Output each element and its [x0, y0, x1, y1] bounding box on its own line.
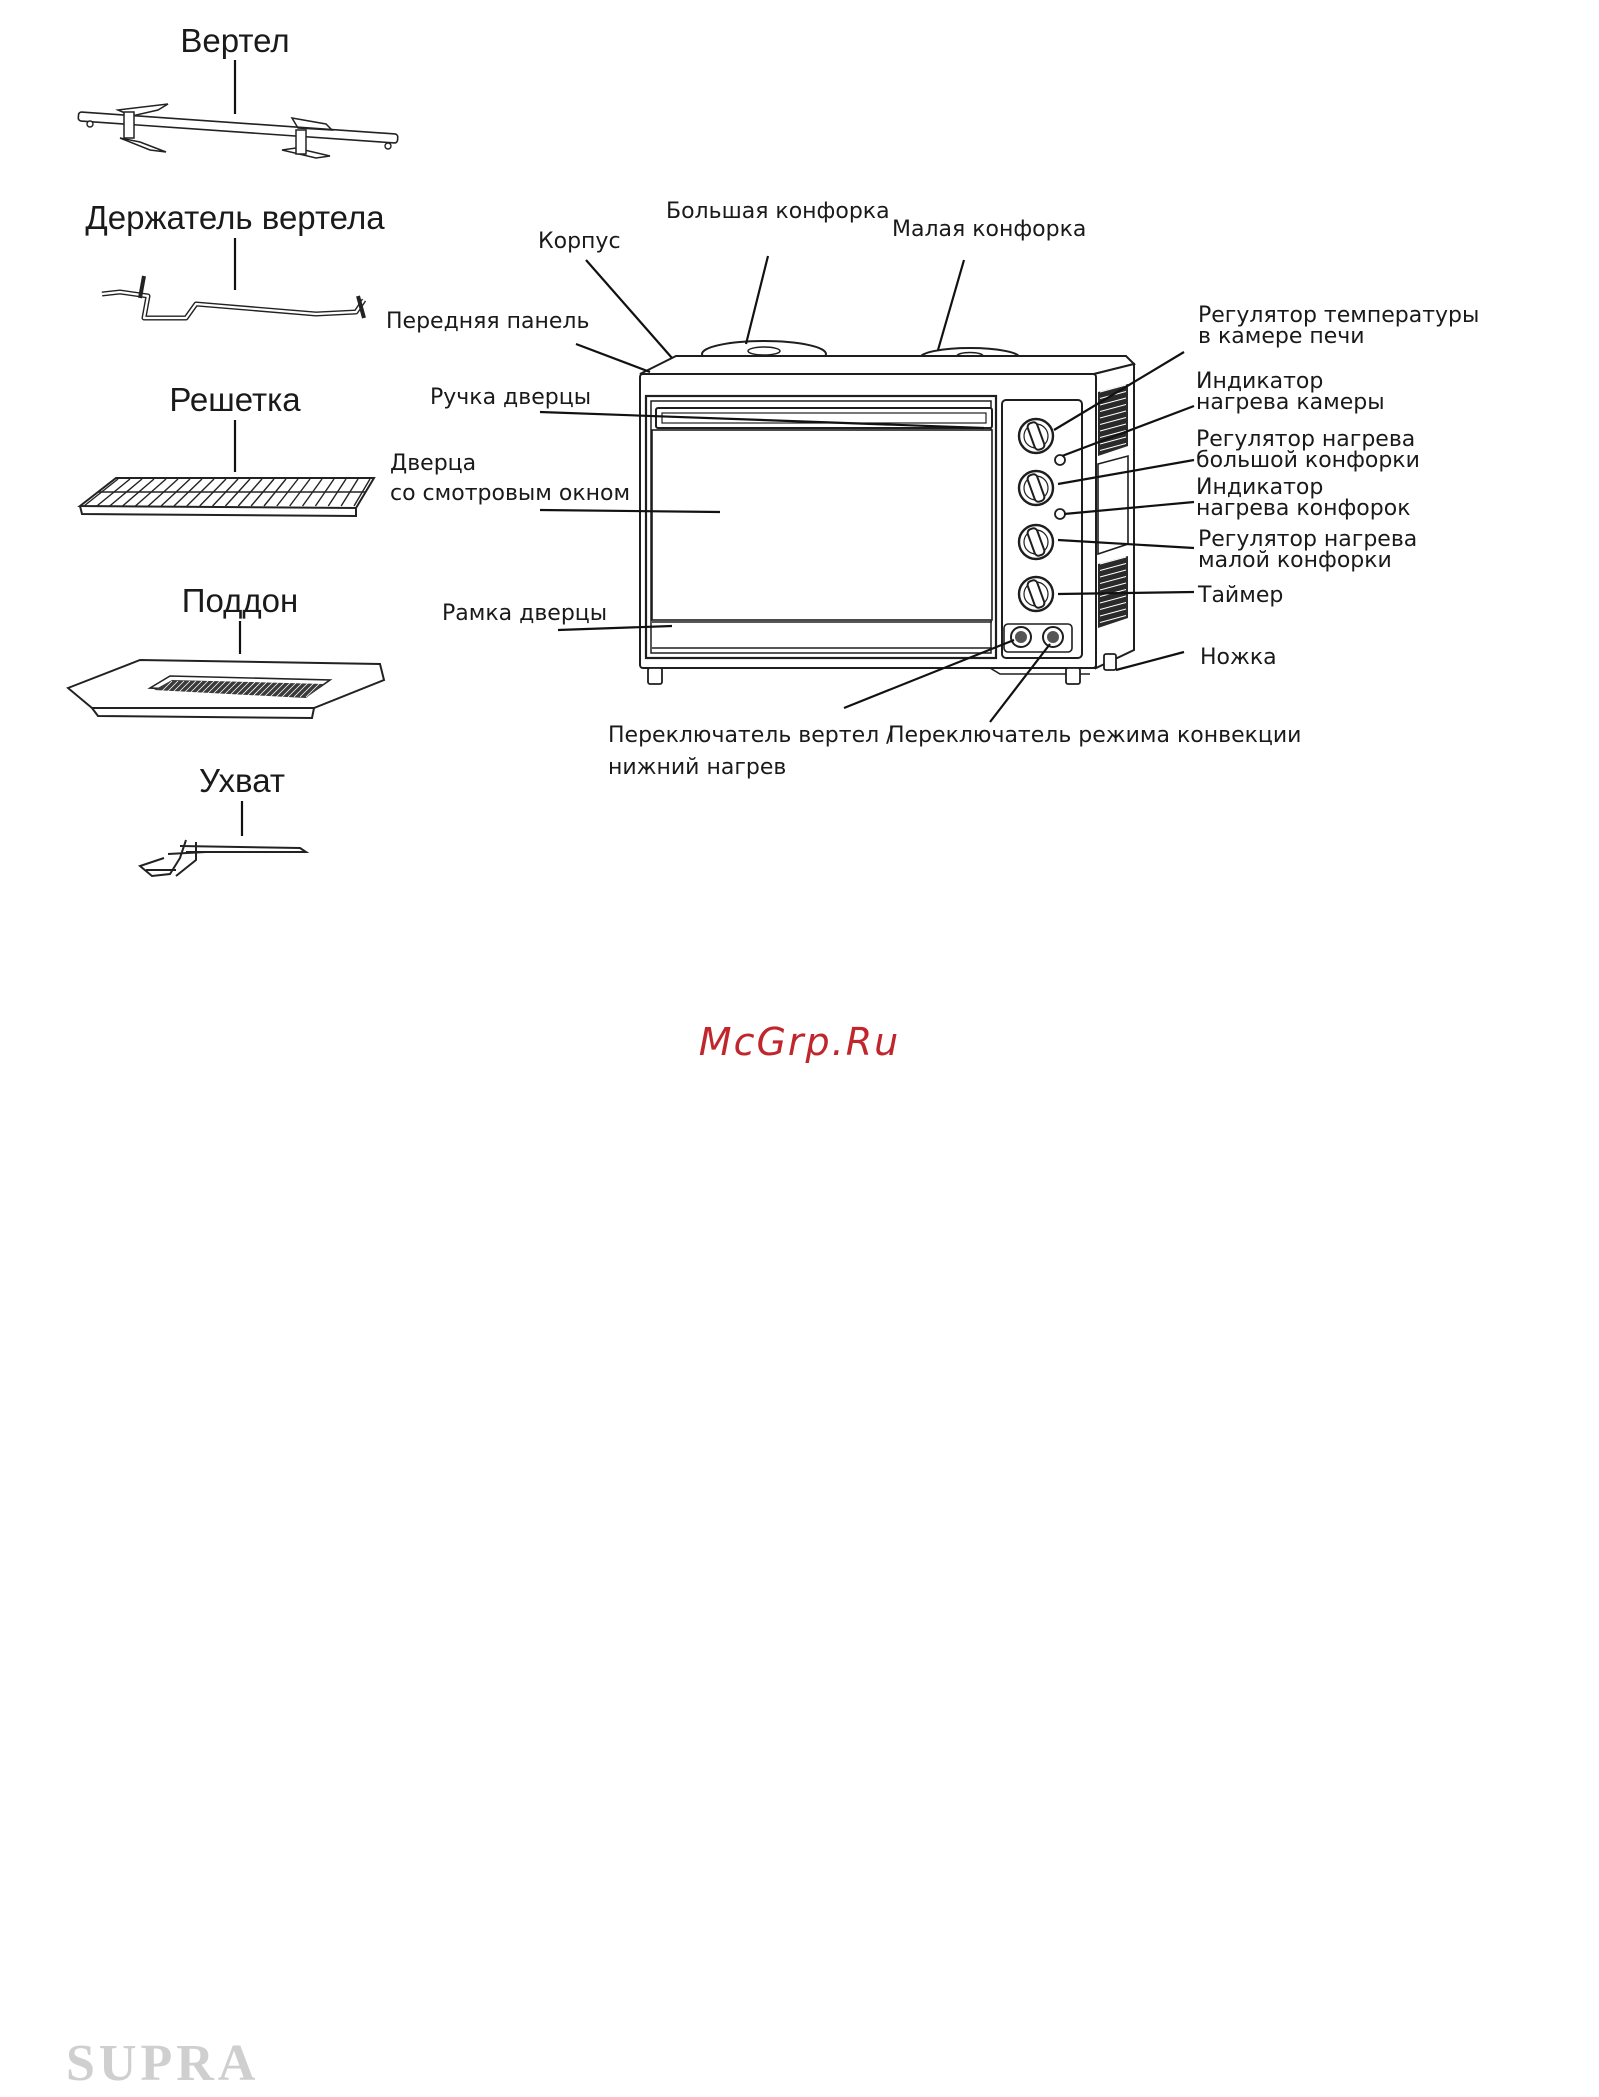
label-small-burner-regulator-line1: Регулятор нагрева: [1198, 527, 1417, 552]
label-temp-regulator-line2: в камере печи: [1198, 324, 1365, 349]
label-spit-switch-line2: нижний нагрев: [608, 755, 786, 780]
label-door-handle: Ручка дверцы: [430, 385, 591, 410]
accessory-spit-title: Вертел: [180, 22, 289, 59]
spit-holder-illustration: [101, 275, 367, 321]
label-large-burner: Большая конфорка: [666, 199, 890, 224]
label-door-frame: Рамка дверцы: [442, 601, 607, 626]
leader-front-panel: [575, 342, 651, 374]
label-small-burner: Малая конфорка: [892, 217, 1086, 242]
large-burner-knob: [1017, 469, 1055, 507]
oven-labels: Корпус Большая конфорка Малая конфорка П…: [386, 199, 1479, 780]
label-burners-indicator-line2: нагрева конфорок: [1196, 496, 1410, 521]
oven-top: [639, 355, 1136, 375]
label-door-line2: со смотровым окном: [390, 481, 630, 506]
timer-knob: [1017, 575, 1055, 613]
label-small-burner-regulator-line2: малой конфорки: [1198, 548, 1392, 573]
leader-small-burner: [936, 259, 966, 351]
label-foot: Ножка: [1200, 645, 1277, 670]
leader-chamber-indicator: [1061, 404, 1195, 458]
label-large-burner-regulator-line1: Регулятор нагрева: [1196, 427, 1415, 452]
accessory-spit-holder: Держатель вертела: [85, 199, 385, 321]
label-housing: Корпус: [538, 229, 621, 254]
burners-indicator-lamp: [1054, 508, 1066, 520]
oven-illustration: [639, 340, 1136, 685]
leader-door-frame: [557, 624, 673, 632]
leader-small-burner-regulator: [1057, 538, 1195, 550]
chamber-indicator-lamp: [1054, 454, 1066, 466]
accessory-handle-title: Ухват: [199, 762, 285, 799]
accessory-tray-title: Поддон: [182, 582, 298, 619]
leader-temp-regulator: [1053, 351, 1185, 431]
leader-lines: [539, 255, 1195, 723]
foot-left: [647, 667, 663, 685]
brand-logo: SUPRA: [66, 2035, 260, 2092]
accessory-spit-holder-title: Держатель вертела: [85, 199, 385, 236]
leader-large-burner-regulator: [1057, 458, 1195, 486]
label-large-burner-regulator-line2: большой конфорки: [1196, 448, 1420, 473]
grill-rack-illustration: [77, 477, 376, 518]
temp-regulator-knob: [1017, 417, 1055, 455]
leader-large-burner: [744, 255, 770, 345]
label-chamber-indicator-line2: нагрева камеры: [1196, 390, 1385, 415]
small-burner-knob: [1017, 523, 1055, 561]
leader-burners-indicator: [1063, 500, 1195, 516]
accessory-grill-rack-title: Решетка: [169, 381, 301, 418]
leader-door: [539, 508, 721, 514]
leader-convection-switch: [989, 643, 1051, 723]
label-burners-indicator-line1: Индикатор: [1196, 475, 1323, 500]
label-spit-switch-line1: Переключатель вертел /: [608, 723, 894, 748]
label-front-panel: Передняя панель: [386, 309, 589, 334]
accessory-handle: Ухват: [137, 762, 310, 878]
accessory-spit: Вертел: [77, 22, 399, 159]
label-timer: Таймер: [1197, 583, 1283, 608]
leader-housing: [585, 259, 673, 359]
label-door-line1: Дверца: [390, 451, 476, 476]
handle-illustration: [137, 839, 310, 878]
label-convection-switch: Переключатель режима конвекции: [888, 723, 1301, 748]
leader-foot: [1115, 650, 1185, 672]
leader-timer: [1057, 590, 1195, 596]
tray-illustration: [66, 658, 386, 720]
foot-right: [1065, 667, 1081, 685]
watermark: McGrp.Ru: [698, 1020, 901, 1064]
foot-back: [1103, 653, 1117, 671]
label-chamber-indicator-line1: Индикатор: [1196, 369, 1323, 394]
spit-illustration: [77, 103, 399, 159]
label-temp-regulator-line1: Регулятор температуры: [1198, 303, 1479, 328]
door-window: [651, 429, 993, 621]
leader-door-handle: [539, 410, 985, 430]
leader-spit-switch: [843, 638, 1015, 710]
accessory-tray: Поддон: [66, 582, 386, 720]
accessory-grill-rack: Решетка: [77, 381, 376, 518]
